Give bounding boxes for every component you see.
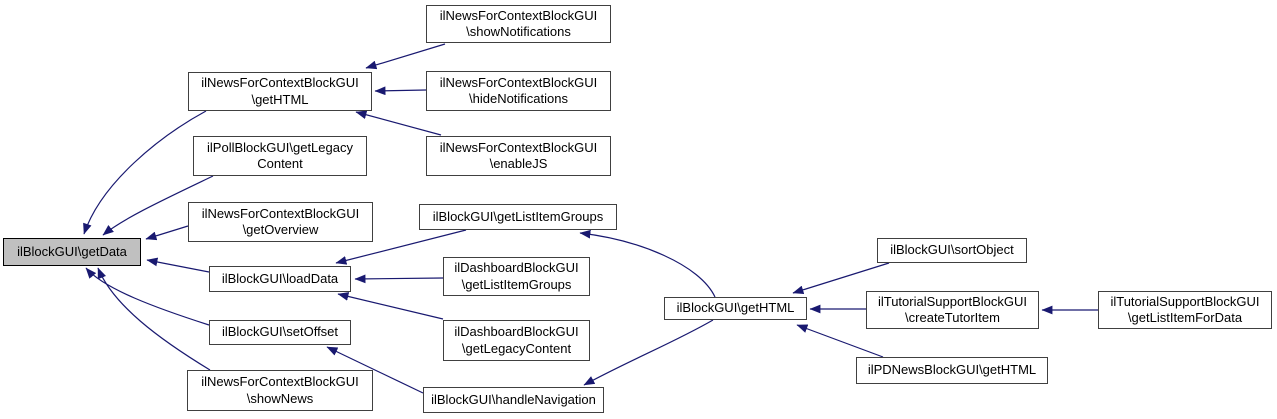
node-label-line: ilPDNewsBlockGUI\getHTML <box>867 362 1037 378</box>
node-news-show-news[interactable]: ilNewsForContextBlockGUI\showNews <box>187 370 373 411</box>
node-label-line: \getHTML <box>251 91 309 107</box>
node-label-line: ilBlockGUI\getData <box>17 243 127 259</box>
node-news-hide-notifications[interactable]: ilNewsForContextBlockGUI\hideNotificatio… <box>426 71 611 111</box>
node-news-show-notifications[interactable]: ilNewsForContextBlockGUI\showNotificatio… <box>426 5 611 43</box>
node-label-line: \getListItemForData <box>1127 310 1243 325</box>
node-label-line: ilNewsForContextBlockGUI <box>439 139 598 155</box>
node-label-line: ilBlockGUI\handleNavigation <box>431 391 596 407</box>
node-label-line: \getLegacyContent <box>461 340 572 356</box>
edge-news-get-overview-to-block-get-data <box>145 225 189 241</box>
node-block-sort-object[interactable]: ilBlockGUI\sortObject <box>877 238 1027 263</box>
node-label-line: ilDashboardBlockGUI <box>454 260 579 275</box>
node-label-line: ilNewsForContextBlockGUI <box>439 7 598 23</box>
edge-block-set-offset-to-block-get-data <box>85 267 210 326</box>
node-label-line: \showNews <box>246 390 314 406</box>
node-tutorial-get-list-item-for-data[interactable]: ilTutorialSupportBlockGUI\getListItemFor… <box>1098 291 1272 329</box>
node-label-line: ilNewsForContextBlockGUI <box>439 74 598 90</box>
edge-news-show-news-to-block-get-data <box>97 267 211 371</box>
node-label-line: Content <box>257 156 303 171</box>
edge-news-enable-js-to-news-get-html <box>355 110 442 136</box>
node-news-enable-js[interactable]: ilNewsForContextBlockGUI\enableJS <box>426 136 611 176</box>
edge-block-handle-navigation-to-block-set-offset <box>326 346 424 394</box>
node-label-line: ilNewsForContextBlockGUI <box>201 75 359 90</box>
node-label-line: \getListItemGroups <box>461 276 572 292</box>
node-dash-get-list-item-groups[interactable]: ilDashboardBlockGUI\getListItemGroups <box>443 257 590 296</box>
node-news-get-html[interactable]: ilNewsForContextBlockGUI\getHTML <box>188 72 372 111</box>
node-label-line: ilTutorialSupportBlockGUI <box>877 293 1028 309</box>
node-dash-get-legacy-content[interactable]: ilDashboardBlockGUI\getLegacyContent <box>443 320 590 361</box>
node-news-get-overview[interactable]: ilNewsForContextBlockGUI\getOverview <box>188 202 373 242</box>
edge-news-show-notifications-to-news-get-html <box>365 43 446 70</box>
node-pdnews-get-html[interactable]: ilPDNewsBlockGUI\getHTML <box>856 357 1048 384</box>
node-label-line: ilDashboardBlockGUI <box>454 324 579 339</box>
node-block-get-list-item-groups[interactable]: ilBlockGUI\getListItemGroups <box>419 204 617 230</box>
node-block-load-data[interactable]: ilBlockGUI\loadData <box>209 266 351 292</box>
node-label-line: ilBlockGUI\loadData <box>221 270 339 286</box>
node-label-line: ilBlockGUI\getHTML <box>676 300 795 316</box>
node-label-line: ilNewsForContextBlockGUI <box>201 205 360 221</box>
node-label-line: \showNotifications <box>466 24 571 39</box>
node-label-line: \hideNotifications <box>469 91 568 106</box>
edge-pdnews-get-html-to-block-get-html <box>796 324 884 358</box>
node-label-line: \enableJS <box>489 156 548 171</box>
node-label-line: ilBlockGUI\sortObject <box>890 242 1014 258</box>
edge-dash-get-legacy-content-to-block-load-data <box>337 292 444 320</box>
edge-poll-get-legacy-content-to-block-get-data <box>102 175 214 236</box>
node-block-get-data[interactable]: ilBlockGUI\getData <box>3 238 141 266</box>
edge-news-get-html-to-block-get-data <box>83 110 207 235</box>
node-label-line: \getOverview <box>242 222 319 237</box>
node-label-line: ilTutorialSupportBlockGUI <box>1110 293 1260 309</box>
edge-block-sort-object-to-block-get-html <box>792 262 890 295</box>
node-tutorial-create-tutor-item[interactable]: ilTutorialSupportBlockGUI\createTutorIte… <box>866 291 1039 329</box>
node-label-line: ilBlockGUI\setOffset <box>221 324 339 340</box>
edge-block-load-data-to-block-get-data <box>146 257 210 273</box>
edge-dash-get-list-item-groups-to-block-load-data <box>354 274 444 284</box>
node-block-handle-navigation[interactable]: ilBlockGUI\handleNavigation <box>423 387 604 413</box>
edge-block-get-html-to-block-get-list-item-groups <box>579 229 716 298</box>
edge-block-get-list-item-groups-to-block-load-data <box>335 229 467 265</box>
node-label-line: ilBlockGUI\getListItemGroups <box>432 208 604 224</box>
edge-news-hide-notifications-to-news-get-html <box>374 86 427 96</box>
node-block-get-html[interactable]: ilBlockGUI\getHTML <box>664 297 807 320</box>
node-label-line: ilPollBlockGUI\getLegacy <box>207 139 353 155</box>
node-label-line: ilNewsForContextBlockGUI <box>201 374 359 389</box>
node-label-line: \createTutorItem <box>905 310 1000 325</box>
node-block-set-offset[interactable]: ilBlockGUI\setOffset <box>209 320 351 345</box>
edge-block-get-html-to-block-handle-navigation <box>583 319 714 386</box>
